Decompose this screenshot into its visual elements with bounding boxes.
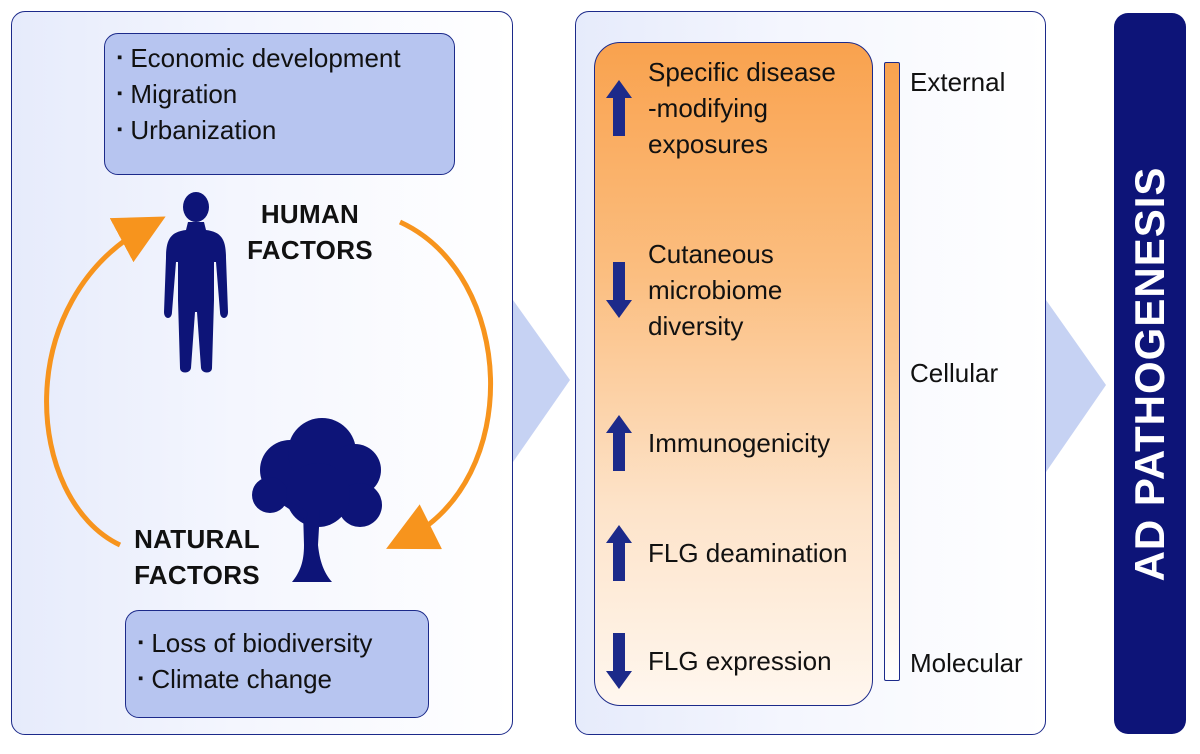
list-item-text: Urbanization <box>130 115 277 145</box>
mechanism-item-line: -modifying <box>648 93 768 123</box>
list-item-text: Migration <box>130 79 238 109</box>
mechanisms-gradient-box <box>594 42 873 706</box>
mechanism-item-line: microbiome <box>648 275 783 305</box>
human-factors-list: ▪Economic development ▪Migration ▪Urbani… <box>104 33 455 175</box>
list-item: ▪Urbanization <box>117 115 277 145</box>
list-item: ▪Economic development <box>117 43 401 73</box>
up-arrow-icon <box>606 525 632 586</box>
mechanism-item-line: Specific disease <box>648 57 836 87</box>
scale-label-external: External <box>910 67 1006 97</box>
natural-factors-list: ▪Loss of biodiversity ▪Climate change <box>125 610 429 718</box>
down-arrow-icon <box>606 262 632 323</box>
mechanism-item-text: FLG deamination <box>648 535 847 571</box>
scale-label-cellular: Cellular <box>910 358 999 388</box>
mechanism-item-text: Specific disease -modifying exposures <box>648 54 836 162</box>
scale-label-molecular: Molecular <box>910 648 1023 678</box>
chevron-right-icon <box>1046 300 1106 472</box>
tree-icon <box>252 418 382 582</box>
mechanism-item-line: Immunogenicity <box>648 428 831 458</box>
human-factors-label: HUMAN FACTORS <box>247 199 373 265</box>
down-arrow-icon <box>606 633 632 694</box>
up-arrow-icon <box>606 415 632 476</box>
list-item-text: Climate change <box>151 664 332 694</box>
mechanism-item-text: FLG expression <box>648 643 832 679</box>
mechanism-item-line: diversity <box>648 311 744 341</box>
mechanism-item-line: Cutaneous <box>648 239 774 269</box>
list-item-text: Economic development <box>130 43 401 73</box>
ad-pathogenesis-label: AD PATHOGENESIS <box>1126 166 1173 581</box>
ad-pathogenesis-box: AD PATHOGENESIS <box>1114 13 1186 734</box>
scale-gradient-bar <box>884 62 900 681</box>
up-arrow-icon <box>606 80 632 141</box>
chevron-right-icon <box>513 300 570 462</box>
mechanism-item-line: exposures <box>648 129 768 159</box>
natural-factors-label: NATURAL FACTORS <box>134 524 260 590</box>
list-item: ▪Climate change <box>138 664 332 694</box>
cycle-arrow-left <box>44 216 166 548</box>
cycle-arrow-right <box>386 219 493 550</box>
mechanism-item-text: Cutaneous microbiome diversity <box>648 236 782 344</box>
mechanism-item-line: FLG expression <box>648 646 832 676</box>
mechanism-item-line: FLG deamination <box>648 538 848 568</box>
list-item: ▪Loss of biodiversity <box>138 628 373 658</box>
human-figure-icon <box>164 192 228 373</box>
list-item-text: Loss of biodiversity <box>151 628 373 658</box>
mechanism-item-text: Immunogenicity <box>648 425 830 461</box>
list-item: ▪Migration <box>117 79 238 109</box>
